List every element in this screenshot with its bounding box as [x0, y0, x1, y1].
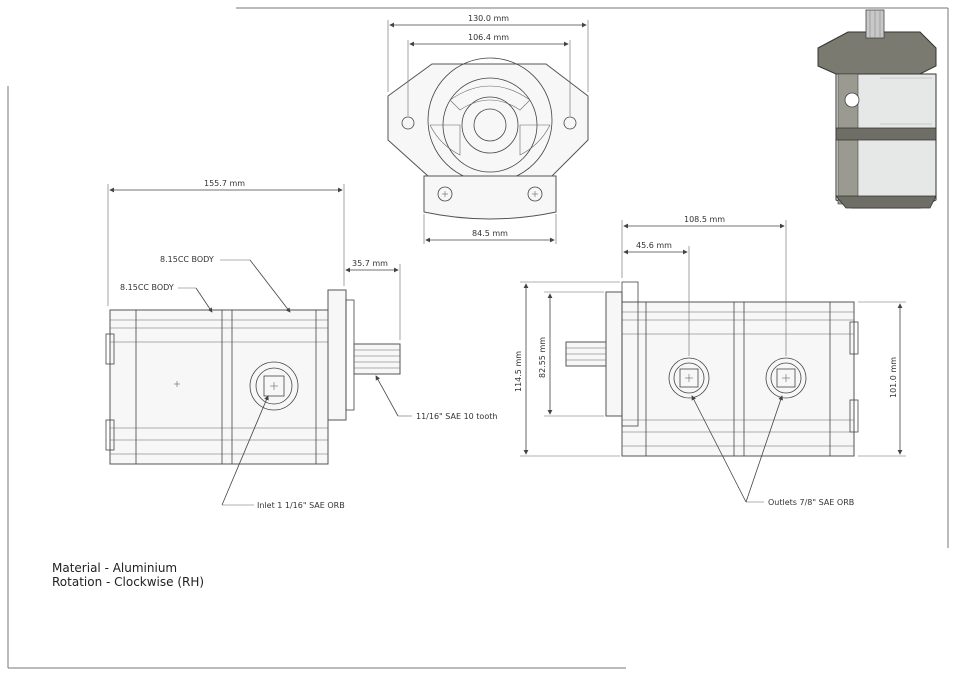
- label-shaft-spline: 11/16" SAE 10 tooth: [416, 412, 497, 421]
- label-body-upper: 8.15CC BODY: [160, 255, 214, 264]
- label-body-lower: 8.15CC BODY: [120, 283, 174, 292]
- dim-height-flange: 82.55 mm: [538, 337, 547, 378]
- dim-overall-width: 130.0 mm: [468, 14, 509, 23]
- dim-height-total: 114.5 mm: [514, 351, 523, 392]
- label-inlet-port: Inlet 1 1/16" SAE ORB: [257, 501, 345, 510]
- front-view: [387, 20, 589, 244]
- right-side-view: [520, 220, 906, 503]
- rotation-note: Rotation - Clockwise (RH): [52, 575, 204, 589]
- left-side-view: [105, 184, 412, 506]
- dim-bolt-spacing: 106.4 mm: [468, 33, 509, 42]
- isometric-view: [817, 9, 937, 209]
- dim-shaft-length: 35.7 mm: [352, 259, 388, 268]
- dim-height-body: 101.0 mm: [889, 357, 898, 398]
- dim-outlet-spacing: 108.5 mm: [684, 215, 725, 224]
- dim-base-width: 84.5 mm: [472, 229, 508, 238]
- sheet-frame: [7, 7, 949, 669]
- material-note: Material - Aluminium: [52, 561, 177, 575]
- dim-left-length: 155.7 mm: [204, 179, 245, 188]
- dim-first-outlet: 45.6 mm: [636, 241, 672, 250]
- label-outlet-ports: Outlets 7/8" SAE ORB: [768, 498, 854, 507]
